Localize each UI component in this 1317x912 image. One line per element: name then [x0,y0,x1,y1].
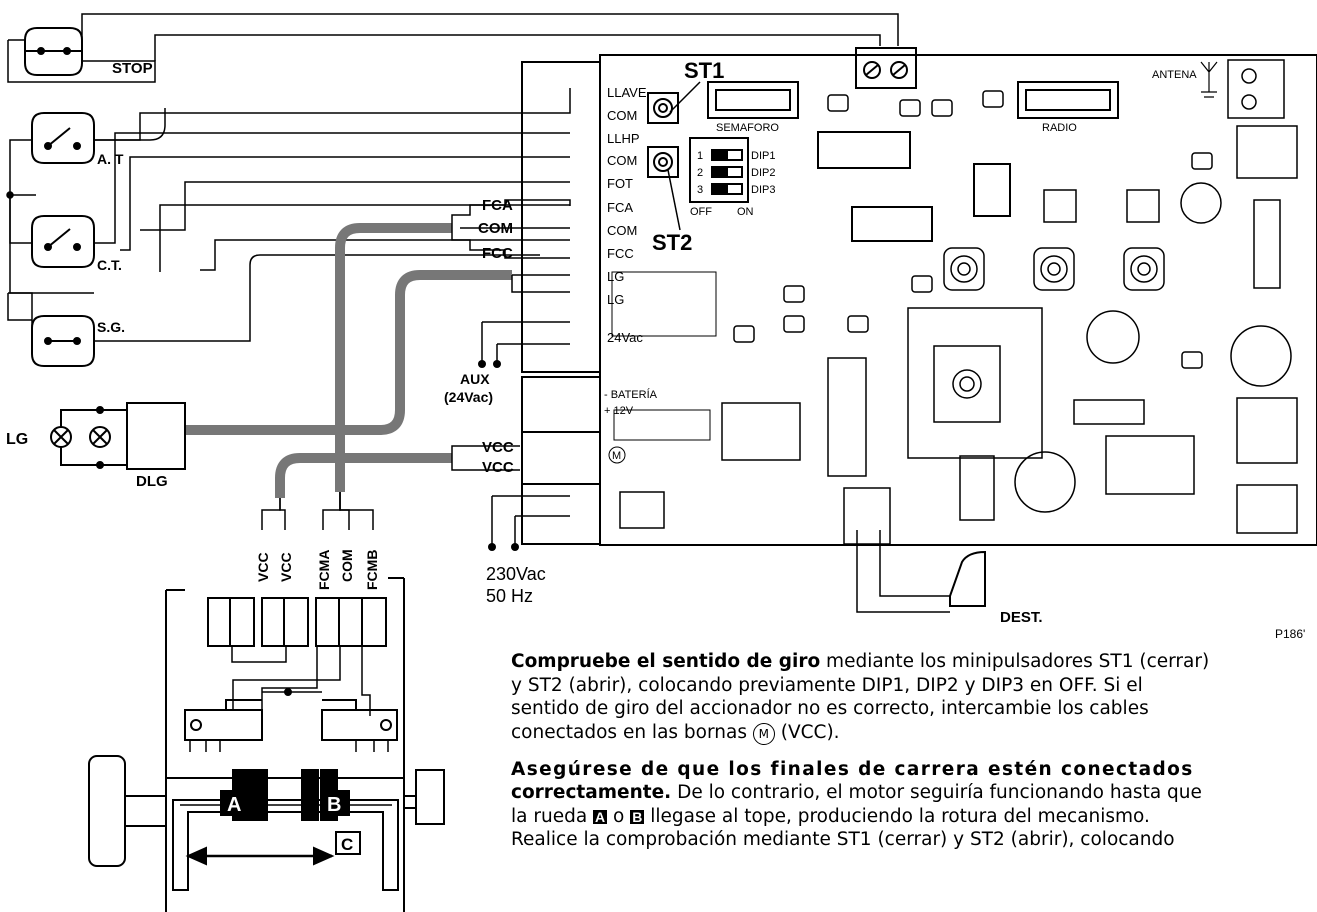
limit-label: FCMB [364,550,380,590]
dip-label: DIP2 [751,167,775,179]
stop-switch [7,27,156,83]
aux-voltage-label: (24Vac) [444,389,493,405]
com-label: COM [478,220,513,237]
dip-number: 1 [697,150,703,162]
terminal-label: FOT [607,176,633,191]
terminal-block [521,61,601,545]
motor-icon: M [752,722,775,745]
st1-label: ST1 [684,58,724,83]
radio-connector [1017,81,1119,119]
text-line: conectados en las bornas [511,721,753,743]
at-label: A. T [97,151,124,167]
fcc-label: FCC [482,245,513,262]
reference-code: P186' [1275,627,1305,641]
dip-label: DIP3 [751,184,775,196]
control-board [599,54,1317,546]
cables [185,223,512,498]
dest-lamp [949,550,986,607]
terminal-label: COM [607,153,637,168]
paragraph-rotation: Compruebe el sentido de giro mediante lo… [511,650,1317,745]
stop-terminal [855,47,917,89]
battery-minus-label: - BATERÍA [604,388,658,401]
wheel-a-badge: A [593,808,608,825]
components [611,59,1298,545]
dip-label: DIP1 [751,150,775,162]
aux-label: AUX [460,371,490,387]
terminal-label: FCC [607,246,634,261]
power-frequency: 50 Hz [486,586,533,606]
text-line: y ST2 (abrir), colocando previamente DIP… [511,674,1143,696]
semaforo-label: SEMAFORO [716,122,779,134]
dest-wiring [856,530,950,613]
wheel-b-badge: B [630,808,645,825]
ic-chip [973,163,1011,217]
vcc-label: VCC [482,439,514,456]
stop-label: STOP [112,60,153,77]
battery-plus-label: + 12V [604,405,634,417]
wheel-b-label: B [327,794,341,816]
terminal-label: COM [607,223,637,238]
text-line: (VCC). [774,721,840,743]
wheel-a-label: A [227,794,241,816]
text-line: mediante los minipulsadores ST1 (cerrar) [820,651,1210,672]
terminal-label: LG [607,292,624,307]
lg-lamp [50,406,127,469]
st1-button[interactable] [647,92,679,124]
text-line: o [607,805,631,827]
dest-label: DEST. [1000,609,1043,626]
motor-symbol: M [612,450,621,462]
semaforo-connector [707,81,799,119]
text-line: la rueda [511,805,594,827]
vcc-label: VCC [482,459,514,476]
dip-off-label: OFF [690,206,712,218]
ct-label: C.T. [97,257,122,273]
antena-label: ANTENA [1152,69,1197,81]
ic-chip [851,206,933,242]
dip-number: 3 [697,184,703,196]
terminal-label: LLHP [607,131,640,146]
limit-label: VCC [278,552,294,582]
paragraph-heading: Asegúrese de que los finales de carrera … [511,758,1194,780]
terminal-label: LG [607,269,624,284]
text-line: Realice la comprobación mediante ST1 (ce… [511,829,1175,850]
fca-label: FCA [482,197,513,214]
terminal-label: LLAVE [607,85,647,100]
terminal-label: COM [607,108,637,123]
sg-switch [31,315,95,367]
text-line: sentido de giro del accionador no es cor… [511,698,1149,719]
ic-chip [817,131,911,169]
control-wiring [6,13,899,342]
radio-label: RADIO [1042,122,1077,134]
at-switch [31,112,95,164]
dip-on-label: ON [737,206,754,218]
paragraph-limit-switches: Asegúrese de que los finales de carrera … [511,758,1317,852]
limit-switch-mechanism [88,577,445,912]
dlg-box [126,402,186,470]
limit-label: VCC [255,552,271,582]
dlg-label: DLG [136,473,168,490]
paragraph-heading: correctamente. [511,782,672,803]
paragraph-heading: Compruebe el sentido de giro [511,651,821,672]
lg-label: LG [6,431,28,448]
ct-switch [31,215,95,268]
terminal-label: FCA [607,200,633,215]
limit-label: FCMA [316,550,332,590]
st2-button[interactable] [647,146,679,178]
st2-label: ST2 [652,230,692,255]
limit-label: COM [339,549,355,582]
text-line: De lo contrario, el motor seguiría funci… [671,782,1202,803]
sg-label: S.G. [97,319,125,335]
dip-number: 2 [697,167,703,179]
dip-switch[interactable] [689,137,749,203]
instructions-text: Compruebe el sentido de giro mediante lo… [511,650,1317,852]
power-voltage: 230Vac [486,564,546,584]
stop-c-label: C [341,835,353,854]
terminal-label: 24Vac [607,330,643,345]
text-line: llegase al tope, produciendo la rotura d… [644,805,1150,827]
